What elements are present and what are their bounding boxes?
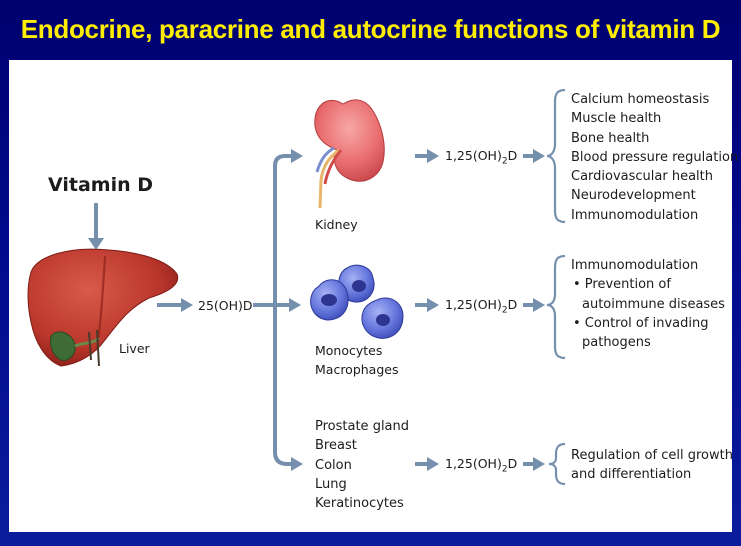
tissue-labels-list: Prostate gland Breast Colon Lung Keratin… (315, 417, 409, 513)
arrow-liver-to-25ohd (157, 298, 193, 312)
tissue-label: Prostate gland (315, 419, 410, 434)
effect-item: Muscle health (571, 111, 662, 127)
macrophages-label: Macrophages (315, 362, 399, 377)
arrow-tissues-to-product (415, 457, 439, 471)
brace-tissue-effects (548, 442, 566, 486)
effect-item: and differentiation (571, 467, 692, 483)
kidney-product-label: 1,25(OH)2D (445, 148, 518, 167)
diagram-graphics (27, 88, 566, 486)
arrow-vitamin-to-liver (88, 203, 104, 250)
arrow-product-to-effects-1 (523, 149, 545, 163)
effect-item: Calcium homeostasis (571, 92, 710, 107)
effect-item: Immunomodulation (571, 258, 699, 273)
effect-item: Neurodevelopment (571, 188, 696, 204)
effect-item: Cardiovascular health (571, 169, 714, 185)
branch-connector (253, 149, 303, 471)
tissue-label: Breast (315, 438, 357, 454)
effect-bullet-item: • Control of invading (573, 315, 709, 331)
effect-item-continued: autoimmune diseases (582, 296, 725, 312)
arrow-product-to-effects-3 (523, 457, 545, 471)
effect-item: Immunomodulation (571, 207, 699, 223)
slide-title: Endocrine, paracrine and autocrine funct… (20, 14, 721, 44)
arrow-immune-to-product (415, 298, 439, 312)
arrow-kidney-to-product (415, 149, 439, 163)
effect-item: Regulation of cell growth (571, 448, 733, 463)
kidney-label: Kidney (315, 217, 358, 232)
tissue-label: Keratinocytes (315, 496, 404, 512)
kidney-illustration (314, 99, 385, 209)
arrow-product-to-effects-2 (523, 298, 545, 312)
25ohd-label: 25(OH)D (198, 298, 253, 313)
tissue-effects-list: Regulation of cell growth and differenti… (571, 446, 733, 485)
effect-item: Blood pressure regulation (571, 149, 739, 165)
vitamin-d-label: Vitamin D (48, 174, 154, 196)
effect-bullet-item: • Prevention of (573, 277, 671, 293)
brace-immune-effects (546, 254, 566, 360)
monocytes-label: Monocytes (315, 343, 383, 358)
immune-effects-list: Immunomodulation • Prevention of autoimm… (571, 256, 725, 352)
effect-item: Bone health (571, 130, 650, 146)
liver-label: Liver (119, 341, 150, 356)
diagram-panel: Vitamin D Liver 25(OH)D Kidney 1,25(OH)2… (9, 60, 738, 532)
tissue-product-label: 1,25(OH)2D (445, 456, 518, 475)
kidney-effects-list: Calcium homeostasis Muscle health Bone h… (571, 90, 738, 225)
immune-cells-illustration (310, 264, 404, 339)
immune-product-label: 1,25(OH)2D (445, 297, 518, 316)
tissue-label: Lung (315, 476, 347, 492)
effect-item-continued: pathogens (582, 335, 651, 351)
liver-illustration (27, 248, 179, 367)
tissue-label: Colon (315, 457, 352, 473)
brace-kidney-effects (546, 88, 566, 224)
